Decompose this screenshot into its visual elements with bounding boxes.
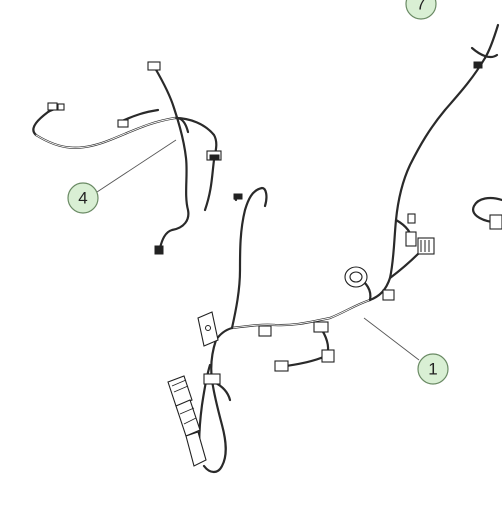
connector [117, 119, 129, 128]
callout-7-label: 7 [416, 0, 425, 14]
large-connector-body [175, 399, 201, 437]
callout-1-label: 1 [428, 360, 437, 379]
callout-1: 1 [417, 353, 449, 385]
connector [154, 245, 164, 255]
harness-4 [32, 61, 222, 255]
connector [57, 103, 65, 111]
callout-4-label: 4 [78, 189, 87, 208]
leader-line-4 [96, 139, 177, 193]
round-connector-inner [349, 271, 363, 283]
connector [233, 193, 243, 200]
connector [47, 102, 58, 111]
connector [407, 213, 416, 224]
harness-right-partial [472, 196, 502, 230]
large-connector-tail [185, 431, 207, 467]
connector [147, 61, 161, 71]
callout-4: 4 [67, 182, 99, 214]
harness-1 [167, 23, 500, 474]
clip [258, 325, 272, 337]
connector [473, 61, 483, 69]
clip [203, 373, 221, 385]
callout-7: 7 [405, 0, 437, 20]
clip [313, 321, 329, 333]
large-connector [167, 375, 193, 407]
connector [405, 231, 417, 247]
connector [417, 237, 435, 255]
connector [321, 349, 335, 363]
connector [209, 154, 220, 160]
clip [382, 289, 395, 301]
leader-line-1 [363, 317, 420, 361]
connector [489, 214, 502, 230]
connector [274, 360, 289, 372]
